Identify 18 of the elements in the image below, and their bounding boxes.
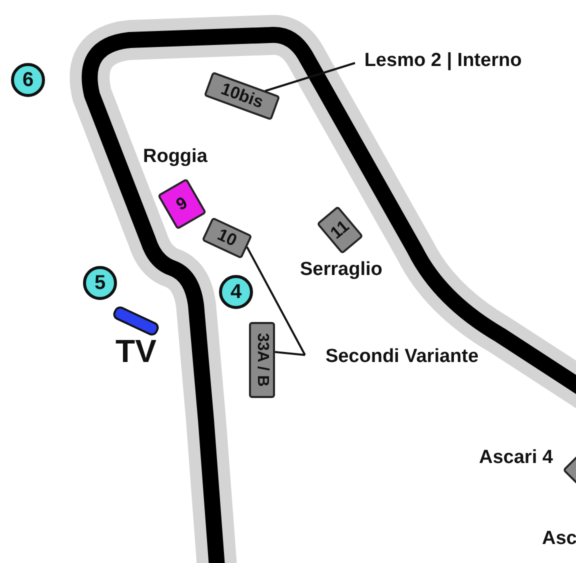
corner-name: Serraglio — [300, 259, 382, 281]
corner-name: Ascari 4 — [479, 447, 553, 469]
corner-name: Roggia — [143, 146, 208, 168]
leader-line — [264, 62, 356, 92]
leader-line — [246, 246, 306, 356]
grandstand-box: 11 — [316, 206, 364, 254]
corner-name: Lesmo 2 | Interno — [353, 48, 533, 74]
grandstand-box: 9 — [157, 178, 207, 230]
grandstand-box: 10bis — [204, 71, 280, 121]
grandstand-box: 33A / B — [249, 322, 275, 398]
corner-name: Secondi Variante — [305, 344, 499, 370]
grandstand-box: 10 — [202, 216, 252, 260]
turn-number: 5 — [83, 266, 117, 300]
turn-number: 4 — [219, 275, 253, 309]
tv-label: TV — [116, 336, 156, 366]
turn-number: 6 — [11, 63, 45, 97]
corner-name: Asc — [542, 528, 576, 550]
leader-line — [274, 351, 306, 356]
